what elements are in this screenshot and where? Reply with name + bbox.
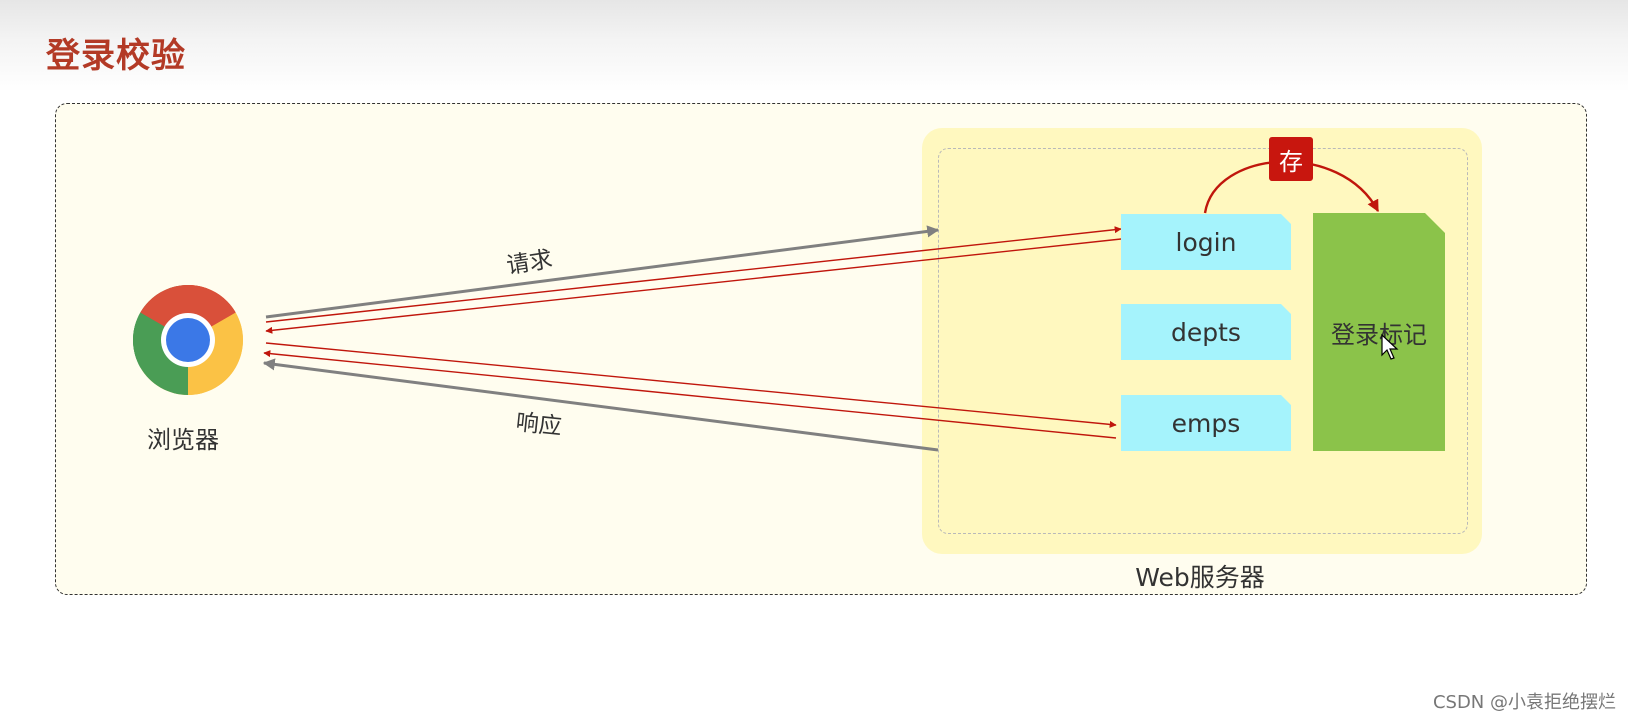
web-server-label: Web服务器 [1135, 563, 1265, 592]
request-to-login-arrow [265, 226, 1122, 323]
login-mark-store: 登录标记 [1313, 213, 1445, 451]
emps-return-arrow [263, 350, 1117, 439]
browser-label: 浏览器 [147, 426, 219, 454]
endpoint-login: login [1121, 214, 1291, 270]
request-to-emps-arrow [265, 342, 1117, 428]
request-arrow [265, 225, 940, 319]
endpoint-depts: depts [1121, 304, 1291, 360]
login-return-arrow [265, 238, 1122, 334]
header-band [0, 0, 1628, 92]
endpoint-emps: emps [1121, 395, 1291, 451]
watermark: CSDN @小袁拒绝摆烂 [1432, 692, 1616, 713]
page-title: 登录校验 [46, 36, 186, 76]
response-arrow [262, 358, 939, 452]
web-server-inner-frame [938, 148, 1468, 534]
store-badge: 存 [1269, 137, 1313, 181]
